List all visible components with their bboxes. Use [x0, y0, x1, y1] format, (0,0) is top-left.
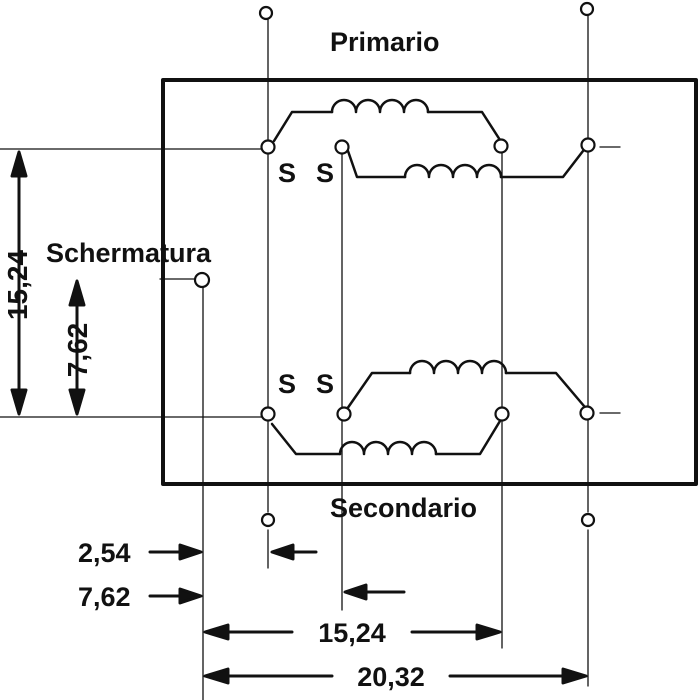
dimension-lines	[10, 150, 588, 685]
pin-secondary-3	[494, 406, 510, 422]
shield-label: Schermatura	[46, 238, 212, 268]
start-mark-secondary-1: S	[278, 369, 296, 399]
pin-shield	[193, 271, 211, 289]
pin-bottom-right-external	[580, 512, 596, 528]
dimension-2-54: 2,54	[78, 538, 131, 568]
start-mark-secondary-2: S	[316, 369, 334, 399]
pin-top-left-external	[258, 5, 274, 21]
start-mark-primary-1: S	[278, 158, 296, 188]
pin-primary-1	[260, 139, 276, 155]
dimension-20-32: 20,32	[357, 662, 425, 692]
transformer-body-outline	[161, 78, 698, 486]
pins	[193, 1, 596, 528]
dimension-vertical-outer: 15,24	[2, 250, 33, 320]
secondary-windings	[270, 359, 586, 456]
pin-primary-3	[493, 138, 509, 154]
pin-secondary-1	[260, 406, 276, 422]
start-mark-primary-2: S	[316, 158, 334, 188]
dimension-vertical-inner: 7,62	[62, 323, 93, 378]
pin-secondary-4	[579, 405, 595, 421]
reference-lines	[0, 14, 621, 700]
pin-primary-2	[334, 139, 350, 155]
dimension-7-62: 7,62	[78, 582, 131, 612]
pin-top-right-external	[579, 1, 595, 17]
secondary-label: Secondario	[330, 493, 477, 523]
primary-windings	[272, 98, 585, 179]
pin-secondary-2	[336, 406, 352, 422]
dimension-15-24: 15,24	[318, 618, 386, 648]
pin-bottom-left-external	[260, 512, 276, 528]
primary-label: Primario	[330, 27, 440, 57]
pin-primary-4	[580, 137, 596, 153]
